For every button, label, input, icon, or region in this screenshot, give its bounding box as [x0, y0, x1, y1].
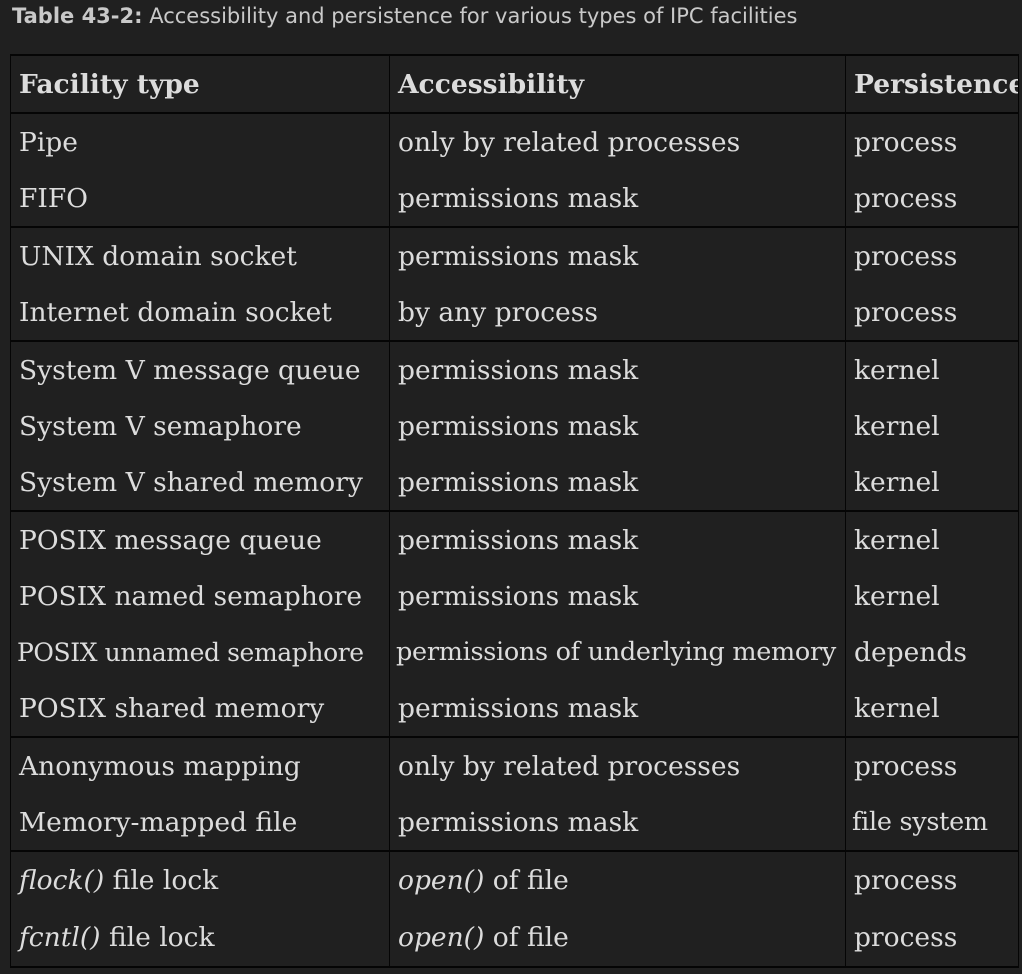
facility-cell: POSIX named semaphore [10, 568, 390, 624]
accessibility-text: of file [484, 864, 569, 896]
caption-label: Table 43-2: [12, 4, 143, 28]
table-row: System V shared memory permissions mask … [10, 454, 1019, 511]
caption-text: Accessibility and persistence for variou… [142, 4, 798, 28]
facility-cell: UNIX domain socket [10, 226, 390, 284]
table-row: Internet domain socket by any process pr… [10, 284, 1019, 341]
facility-cell: flock() file lock [10, 850, 390, 908]
accessibility-cell: open() of file [389, 850, 846, 908]
persistence-cell: process [845, 908, 1019, 968]
accessibility-cell: permissions mask [389, 226, 846, 284]
accessibility-cell: permissions mask [389, 794, 846, 851]
persistence-cell: process [845, 170, 1019, 227]
accessibility-cell: only by related processes [389, 736, 846, 794]
table-row: fcntl() file lock open() of file process [10, 908, 1019, 968]
function-name: flock() [19, 864, 105, 896]
table-row: Pipe only by related processes process [10, 113, 1019, 170]
table-row: POSIX message queue permissions mask ker… [10, 510, 1019, 568]
table-row: FIFO permissions mask process [10, 170, 1019, 227]
persistence-cell: kernel [845, 510, 1019, 568]
accessibility-cell: only by related processes [389, 113, 846, 170]
function-name: open() [398, 921, 485, 953]
table-row: Memory-mapped file permissions mask file… [10, 794, 1019, 851]
persistence-cell: file system [845, 794, 1019, 851]
facility-cell: POSIX unnamed semaphore [10, 624, 390, 680]
table-row: POSIX unnamed semaphore permissions of u… [10, 624, 1019, 680]
accessibility-cell: permissions mask [389, 398, 846, 454]
header-persistence: Persistence [845, 54, 1019, 114]
facility-cell: System V message queue [10, 340, 390, 398]
accessibility-cell: open() of file [389, 908, 846, 968]
facility-text: file lock [104, 864, 219, 896]
table-caption: Table 43-2: Accessibility and persistenc… [12, 4, 797, 28]
table-row: Anonymous mapping only by related proces… [10, 736, 1019, 794]
table-row: UNIX domain socket permissions mask proc… [10, 226, 1019, 284]
facility-cell: FIFO [10, 170, 390, 227]
persistence-cell: process [845, 736, 1019, 794]
persistence-cell: process [845, 850, 1019, 908]
persistence-cell: process [845, 226, 1019, 284]
facility-cell: Memory-mapped file [10, 794, 390, 851]
table-row: flock() file lock open() of file process [10, 850, 1019, 908]
accessibility-cell: permissions mask [389, 170, 846, 227]
accessibility-cell: by any process [389, 284, 846, 341]
table-row: POSIX named semaphore permissions mask k… [10, 568, 1019, 624]
accessibility-cell: permissions mask [389, 680, 846, 737]
facility-cell: Internet domain socket [10, 284, 390, 341]
accessibility-cell: permissions mask [389, 510, 846, 568]
table-row: System V semaphore permissions mask kern… [10, 398, 1019, 454]
function-name: open() [398, 864, 485, 896]
persistence-cell: process [845, 284, 1019, 341]
persistence-cell: kernel [845, 398, 1019, 454]
persistence-cell: kernel [845, 340, 1019, 398]
accessibility-text: of file [484, 921, 569, 953]
facility-cell: POSIX message queue [10, 510, 390, 568]
facility-cell: System V semaphore [10, 398, 390, 454]
accessibility-cell: permissions mask [389, 454, 846, 511]
facility-cell: fcntl() file lock [10, 908, 390, 968]
accessibility-cell: permissions mask [389, 340, 846, 398]
accessibility-cell: permissions of underlying memory [389, 624, 846, 680]
table-row: POSIX shared memory permissions mask ker… [10, 680, 1019, 737]
accessibility-cell: permissions mask [389, 568, 846, 624]
ipc-facilities-table: Facility type Accessibility Persistence … [10, 54, 1019, 968]
facility-cell: POSIX shared memory [10, 680, 390, 737]
persistence-cell: process [845, 113, 1019, 170]
table-row: System V message queue permissions mask … [10, 340, 1019, 398]
persistence-cell: kernel [845, 568, 1019, 624]
persistence-cell: kernel [845, 680, 1019, 737]
persistence-cell: depends [845, 624, 1019, 680]
header-accessibility: Accessibility [389, 54, 846, 114]
facility-cell: Pipe [10, 113, 390, 170]
persistence-cell: kernel [845, 454, 1019, 511]
header-row: Facility type Accessibility Persistence [10, 54, 1019, 114]
facility-cell: System V shared memory [10, 454, 390, 511]
function-name: fcntl() [19, 921, 101, 953]
facility-cell: Anonymous mapping [10, 736, 390, 794]
facility-text: file lock [100, 921, 215, 953]
header-facility-type: Facility type [10, 54, 390, 114]
